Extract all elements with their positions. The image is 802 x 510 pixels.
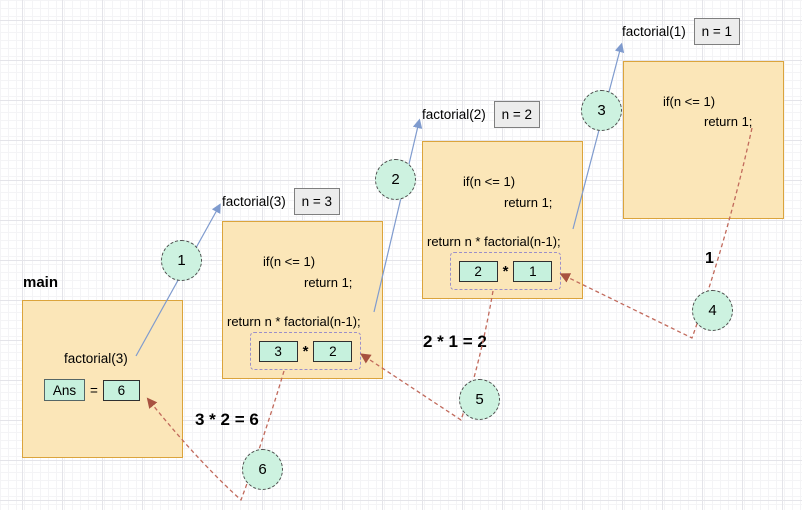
factorial3-label: factorial(3) xyxy=(222,193,286,209)
step-number: 3 xyxy=(597,102,606,119)
main-call-text: factorial(3) xyxy=(64,351,128,366)
mult-right-box: 1 xyxy=(513,260,553,282)
factorial2-caption: factorial(2) n = 2 xyxy=(422,100,540,128)
mult-operator: * xyxy=(302,342,309,360)
code-line-if: if(n <= 1) xyxy=(263,254,316,269)
mult-left-box: 3 xyxy=(258,340,298,362)
code-line-if: if(n <= 1) xyxy=(463,174,516,189)
factorial1-frame: if(n <= 1) return 1; xyxy=(623,61,784,219)
ans-label-box: Ans xyxy=(44,379,85,401)
mult-right-box: 2 xyxy=(313,340,353,362)
ans-value-box: 6 xyxy=(102,379,140,401)
step-circle-1: 1 xyxy=(161,240,202,281)
step-circle-2: 2 xyxy=(375,159,416,200)
factorial2-mult-box: 2 * 1 xyxy=(450,252,561,290)
step-number: 4 xyxy=(708,302,717,319)
step-circle-6: 6 xyxy=(242,449,283,490)
factorial3-n-badge: n = 3 xyxy=(293,187,340,215)
code-line-if: if(n <= 1) xyxy=(663,94,716,109)
step-number: 1 xyxy=(177,252,186,269)
mult-operator: * xyxy=(502,262,509,280)
result-annotation-2x1: 2 * 1 = 2 xyxy=(423,332,487,351)
main-frame: factorial(3) Ans = 6 xyxy=(22,300,183,458)
step-circle-3: 3 xyxy=(581,90,622,131)
code-line-return1: return 1; xyxy=(304,275,353,290)
step-number: 2 xyxy=(391,171,400,188)
code-line-return-recursive: return n * factorial(n-1); xyxy=(227,314,361,329)
factorial2-n-badge: n = 2 xyxy=(493,100,540,128)
main-label: main xyxy=(23,274,59,291)
code-line-return-recursive: return n * factorial(n-1); xyxy=(427,234,561,249)
factorial1-label: factorial(1) xyxy=(622,23,686,39)
factorial3-mult-box: 3 * 2 xyxy=(250,332,361,370)
factorial1-n-badge: n = 1 xyxy=(693,17,740,45)
factorial3-caption: factorial(3) n = 3 xyxy=(222,187,340,215)
factorial2-label: factorial(2) xyxy=(422,106,486,122)
mult-left-box: 2 xyxy=(458,260,498,282)
code-line-return1: return 1; xyxy=(504,195,553,210)
answer-row: Ans = 6 xyxy=(44,379,140,401)
factorial1-caption: factorial(1) n = 1 xyxy=(622,17,740,45)
factorial3-frame: if(n <= 1) return 1; return n * factoria… xyxy=(222,221,383,379)
step-number: 5 xyxy=(475,391,484,408)
factorial2-frame: if(n <= 1) return 1; return n * factoria… xyxy=(422,141,583,299)
result-annotation-3x2: 3 * 2 = 6 xyxy=(195,410,259,429)
step-number: 6 xyxy=(258,461,267,478)
step-circle-5: 5 xyxy=(459,379,500,420)
code-line-return1: return 1; xyxy=(704,114,753,129)
step-circle-4: 4 xyxy=(692,290,733,331)
equals-sign: = xyxy=(90,382,98,398)
result-annotation-1: 1 xyxy=(705,250,714,267)
